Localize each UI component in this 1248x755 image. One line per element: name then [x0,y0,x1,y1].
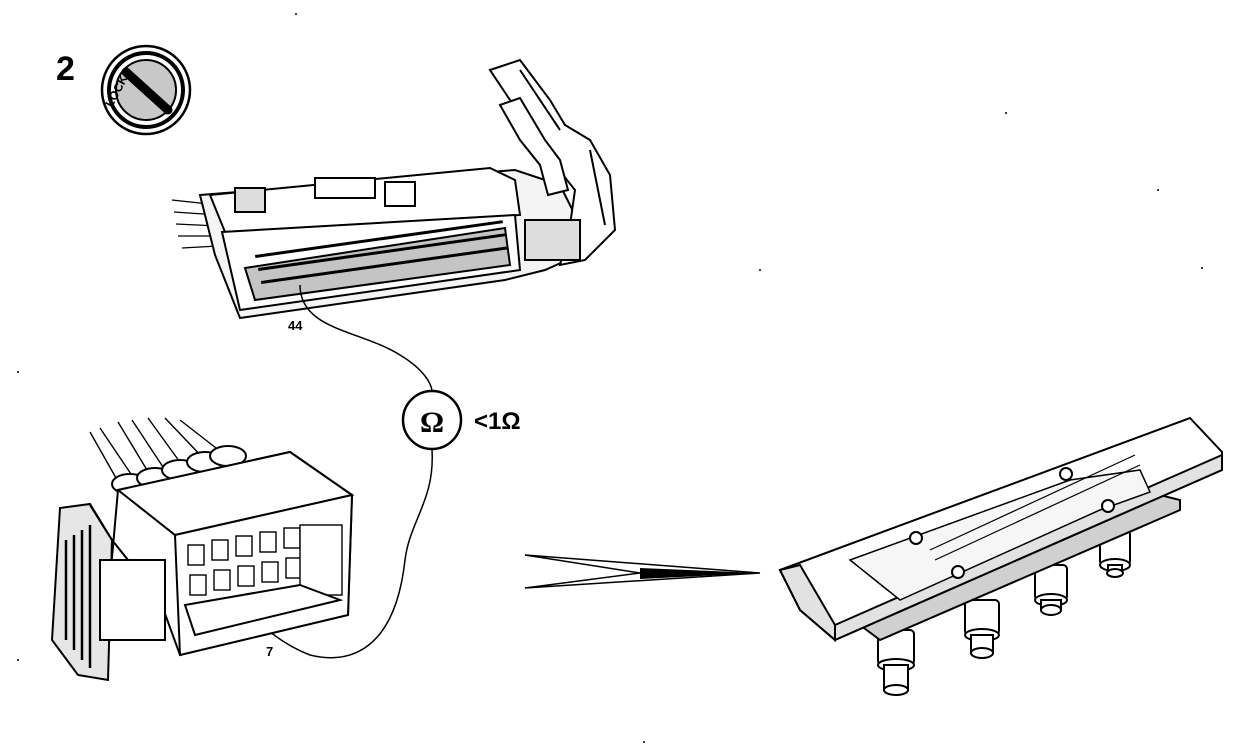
ignition-coil-pack [778,416,1223,696]
step-number: 2 [56,50,75,88]
scan-specks [17,13,1203,743]
ohm-symbol: Ω [420,406,444,439]
ignition-key-icon: LOCK [100,44,192,136]
connector-pin-label: 7 [266,644,273,659]
ohmmeter-icon: Ω [401,389,463,451]
resistance-spec: <1Ω [474,408,521,435]
ecu-connector [171,58,617,320]
component-connector [50,417,355,682]
test-lead-upper [299,284,433,393]
pointer-arrow-tip [640,568,760,579]
ecu-pin-label: 44 [288,318,303,333]
